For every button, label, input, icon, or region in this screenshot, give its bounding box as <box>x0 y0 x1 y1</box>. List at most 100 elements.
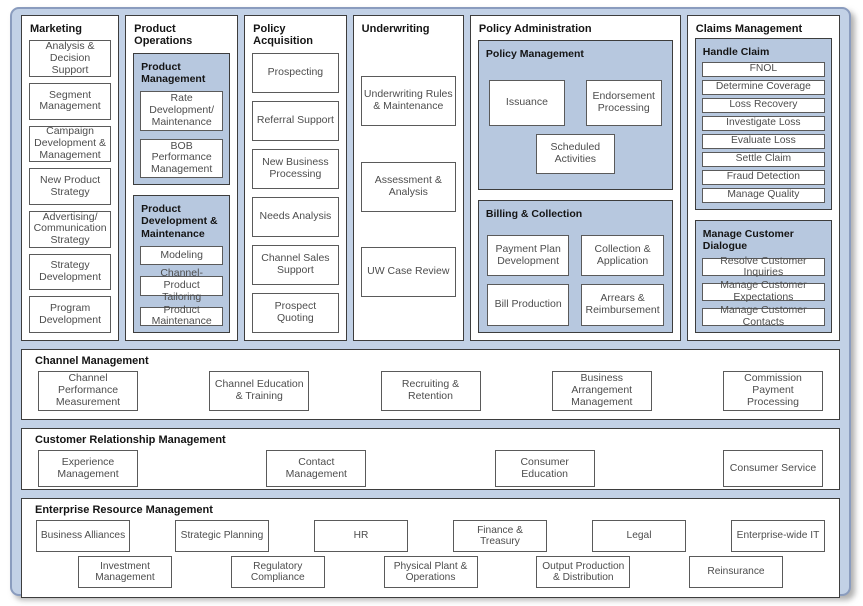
capability-box: Campaign Development & Management <box>29 126 112 163</box>
capability-box: Contact Management <box>266 450 367 487</box>
capability-box: Assessment & Analysis <box>360 161 456 212</box>
column-title: Marketing <box>30 23 82 35</box>
band-customer-relationship-management: Customer Relationship Management Experie… <box>21 428 840 490</box>
erm-rows: Business Alliances Strategic Planning HR… <box>34 520 827 589</box>
capability-box: Settle Claim <box>701 151 825 167</box>
band-title: Enterprise Resource Management <box>35 504 213 516</box>
capability-box: Bill Production <box>486 284 570 326</box>
capability-box: Enterprise-wide IT <box>731 520 825 552</box>
capability-map: Marketing Analysis & Decision Support Se… <box>10 7 851 598</box>
crm-items: Experience Management Contact Management… <box>34 450 827 487</box>
capability-box: Recruiting & Retention <box>380 371 481 411</box>
capability-box: Scheduled Activities <box>535 133 616 174</box>
capability-box: Regulatory Compliance <box>230 556 325 588</box>
column-title: Product Operations <box>134 23 193 48</box>
capability-box: Referral Support <box>252 100 339 141</box>
capability-box: Strategic Planning <box>175 520 269 552</box>
policy-acquisition-items: Prospecting Referral Support New Busines… <box>252 52 339 333</box>
group-product-management: Product Management Rate Development/ Mai… <box>133 52 231 185</box>
column-policy-administration: Policy Administration Policy Management … <box>469 15 681 341</box>
policy-management-row: Issuance Endorsement Processing <box>485 79 666 126</box>
capability-box: Modeling <box>140 246 224 266</box>
capability-box: Program Development <box>29 296 112 334</box>
capability-box: Underwriting Rules & Maintenance <box>360 75 456 126</box>
capability-box: Finance & Treasury <box>453 520 547 552</box>
capability-box: Prospecting <box>252 52 339 93</box>
capability-box: Fraud Detection <box>701 169 825 185</box>
column-title: Claims Management <box>695 23 803 35</box>
group-title: Handle Claim <box>702 46 770 59</box>
capability-box: New Product Strategy <box>29 168 112 205</box>
erm-row-1: Business Alliances Strategic Planning HR… <box>34 520 827 552</box>
capability-box: Evaluate Loss <box>701 133 825 149</box>
group-billing-collection: Billing & Collection Payment Plan Develo… <box>477 200 673 333</box>
column-product-operations: Product Operations Product Management Ra… <box>125 15 239 341</box>
capability-box: Issuance <box>488 79 565 126</box>
marketing-items: Analysis & Decision Support Segment Mana… <box>29 40 112 334</box>
product-management-items: Rate Development/ Maintenance BOB Perfor… <box>140 91 224 178</box>
capability-box: Physical Plant & Operations <box>383 556 478 588</box>
capability-box: Payment Plan Development <box>486 234 570 277</box>
column-title: Policy Administration <box>478 23 592 35</box>
erm-row-2: Investment Management Regulatory Complia… <box>34 556 827 588</box>
capability-box: Prospect Quoting <box>252 292 339 333</box>
capability-box: Channel Performance Measurement <box>38 371 138 411</box>
capability-columns: Marketing Analysis & Decision Support Se… <box>21 15 840 341</box>
capability-box: Investigate Loss <box>701 115 825 131</box>
column-policy-acquisition: Policy Acquisition Prospecting Referral … <box>244 15 347 341</box>
capability-box: Consumer Education <box>494 450 595 487</box>
capability-box: Channel Sales Support <box>252 244 339 285</box>
handle-claim-items: FNOL Determine Coverage Loss Recovery In… <box>701 61 825 203</box>
band-title: Channel Management <box>35 355 149 367</box>
manage-customer-dialogue-items: Resolve Customer Inquiries Manage Custom… <box>701 255 825 328</box>
group-title: Product Management <box>141 60 206 85</box>
capability-box: Channel Education & Training <box>209 371 310 411</box>
capability-box: Manage Customer Expectations <box>701 280 825 303</box>
column-claims-management: Claims Management Handle Claim FNOL Dete… <box>686 15 840 341</box>
capability-box: FNOL <box>701 61 825 77</box>
billing-collection-grid: Payment Plan Development Collection & Ap… <box>485 234 666 326</box>
capability-box: Business Alliances <box>36 520 130 552</box>
capability-box: Resolve Customer Inquiries <box>701 255 825 278</box>
capability-box: Segment Management <box>29 82 112 120</box>
band-channel-management: Channel Management Channel Performance M… <box>21 349 840 420</box>
capability-box: Strategy Development <box>29 253 112 291</box>
column-title: Underwriting <box>361 23 430 35</box>
underwriting-items: Underwriting Rules & Maintenance Assessm… <box>360 40 456 333</box>
capability-box: New Business Processing <box>252 148 339 189</box>
capability-box: Analysis & Decision Support <box>29 40 112 77</box>
capability-box: Arrears & Reimbursement <box>581 284 664 326</box>
capability-box: Rate Development/ Maintenance <box>140 91 224 131</box>
capability-box: Business Arrangement Management <box>551 371 652 411</box>
capability-box: BOB Performance Management <box>140 138 224 178</box>
group-manage-customer-dialogue: Manage Customer Dialogue Resolve Custome… <box>694 219 832 333</box>
group-handle-claim: Handle Claim FNOL Determine Coverage Los… <box>694 38 832 210</box>
capability-box: Commission Payment Processing <box>723 371 823 411</box>
policy-management-center: Scheduled Activities <box>485 133 666 174</box>
capability-box: Needs Analysis <box>252 196 339 237</box>
product-development-items: Modeling Channel- Product Tailoring Prod… <box>140 246 224 327</box>
capability-box: Channel- Product Tailoring <box>140 267 224 303</box>
capability-box: Experience Management <box>38 450 138 487</box>
capability-box: Collection & Application <box>581 234 664 277</box>
channel-management-items: Channel Performance Measurement Channel … <box>34 371 827 411</box>
column-marketing: Marketing Analysis & Decision Support Se… <box>21 15 120 341</box>
group-title: Manage Customer Dialogue <box>702 227 794 253</box>
capability-box: Endorsement Processing <box>585 79 662 126</box>
capability-box: Legal <box>592 520 686 552</box>
group-title: Billing & Collection <box>485 208 583 221</box>
capability-box: Manage Quality <box>701 187 825 203</box>
column-title: Policy Acquisition <box>253 23 314 48</box>
group-policy-management: Policy Management Issuance Endorsement P… <box>477 40 673 191</box>
capability-box: Manage Customer Contacts <box>701 305 825 328</box>
capability-box: Product Maintenance <box>140 304 224 327</box>
column-underwriting: Underwriting Underwriting Rules & Mainte… <box>352 15 464 341</box>
group-title: Product Development & Maintenance <box>141 202 218 240</box>
capability-box: UW Case Review <box>360 247 456 298</box>
group-title: Policy Management <box>485 48 584 61</box>
capability-box: Reinsurance <box>689 556 783 588</box>
band-title: Customer Relationship Management <box>35 434 226 446</box>
capability-box: Advertising/ Communication Strategy <box>29 211 112 248</box>
capability-box: Determine Coverage <box>701 79 825 95</box>
capability-box: Investment Management <box>78 556 172 588</box>
